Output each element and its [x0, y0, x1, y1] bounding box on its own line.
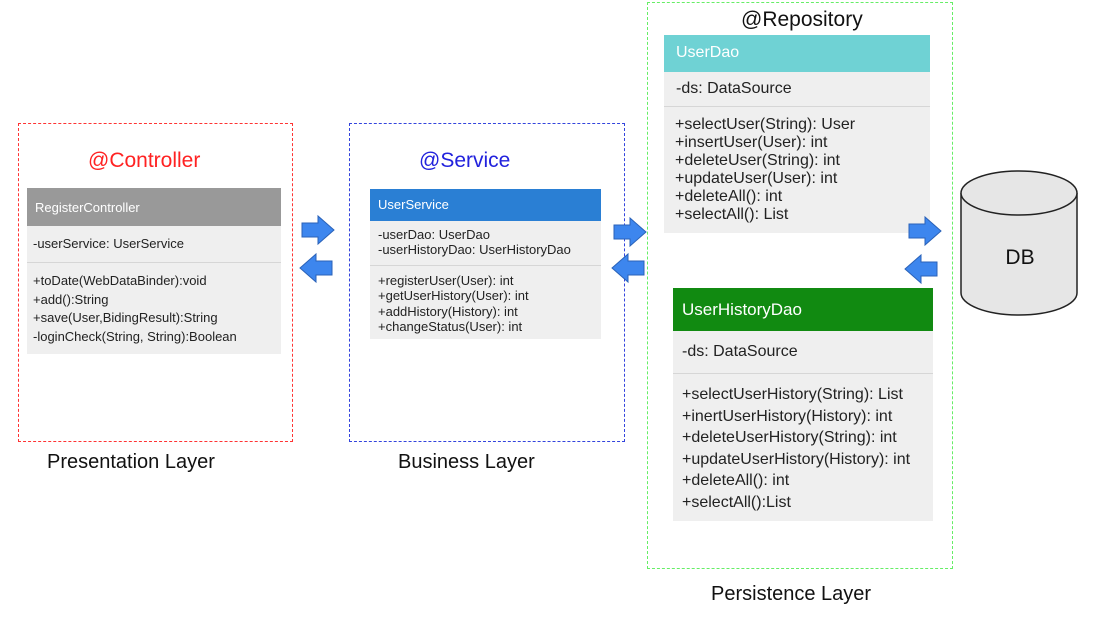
register-controller-class: RegisterController -userService: UserSer… [27, 188, 281, 354]
method: +save(User,BidingResult):String [33, 310, 218, 325]
class-fields: -ds: DataSource [673, 331, 933, 373]
method: +inertUserHistory(History): int [682, 407, 893, 425]
business-layer-box [349, 123, 625, 442]
method: -loginCheck(String, String):Boolean [33, 328, 237, 344]
presentation-layer-box [18, 123, 293, 442]
persistence-layer-label: Persistence Layer [711, 583, 872, 605]
class-fields: -ds: DataSource [664, 72, 930, 106]
method: +insertUser(User): int [675, 134, 828, 151]
method: +registerUser(User): int [378, 273, 514, 288]
method: +toDate(WebDataBinder):void [33, 273, 207, 288]
class-methods: +selectUserHistory(String): List +inertU… [673, 373, 933, 513]
arrow-left-icon [299, 252, 333, 284]
user-history-dao-class: UserHistoryDao -ds: DataSource +selectUs… [673, 288, 933, 521]
method: +changeStatus(User): int [378, 318, 523, 334]
arrow-right-icon [908, 215, 942, 247]
class-fields: -userService: UserService [27, 226, 281, 262]
database-label: DB [1005, 246, 1035, 269]
class-name: UserDao [664, 35, 930, 72]
field: -ds: DataSource [676, 80, 792, 97]
method: +selectAll(): List [675, 206, 789, 223]
method: +deleteAll(): int [675, 188, 783, 205]
business-layer-label: Business Layer [398, 451, 535, 473]
class-name: UserService [370, 189, 601, 221]
user-service-class: UserService -userDao: UserDao -userHisto… [370, 189, 601, 339]
field: -userHistoryDao: UserHistoryDao [378, 242, 571, 257]
method: +selectUser(String): User [675, 116, 856, 133]
class-name: UserHistoryDao [673, 288, 933, 331]
field: -userService: UserService [33, 236, 184, 251]
method: +deleteUser(String): int [675, 152, 840, 169]
field: -ds: DataSource [682, 343, 798, 360]
persistence-layer-box [647, 2, 953, 569]
field: -userDao: UserDao [378, 227, 490, 242]
method: +add():String [33, 291, 109, 307]
method: +deleteUserHistory(String): int [682, 429, 897, 446]
class-methods: +registerUser(User): int +getUserHistory… [370, 265, 601, 334]
method: +updateUserHistory(History): int [682, 450, 911, 468]
method: +selectAll():List [682, 493, 791, 511]
arrow-right-icon [613, 216, 647, 248]
user-dao-class: UserDao -ds: DataSource +selectUser(Stri… [664, 35, 930, 233]
class-methods: +selectUser(String): User +insertUser(Us… [664, 106, 930, 224]
method: +addHistory(History): int [378, 303, 518, 319]
arrow-left-icon [611, 252, 645, 284]
class-methods: +toDate(WebDataBinder):void +add():Strin… [27, 262, 281, 346]
method: +selectUserHistory(String): List [682, 386, 903, 403]
repository-annotation: @Repository [741, 8, 863, 31]
method: +deleteAll(): int [682, 472, 790, 489]
method: +updateUser(User): int [675, 170, 838, 187]
arrow-right-icon [301, 214, 335, 246]
class-fields: -userDao: UserDao -userHistoryDao: UserH… [370, 221, 601, 265]
method: +getUserHistory(User): int [378, 288, 529, 304]
class-name: RegisterController [27, 188, 281, 226]
presentation-layer-label: Presentation Layer [47, 451, 215, 473]
controller-annotation: @Controller [88, 149, 201, 172]
arrow-left-icon [904, 253, 938, 285]
service-annotation: @Service [419, 149, 511, 172]
database-icon [960, 170, 1078, 316]
